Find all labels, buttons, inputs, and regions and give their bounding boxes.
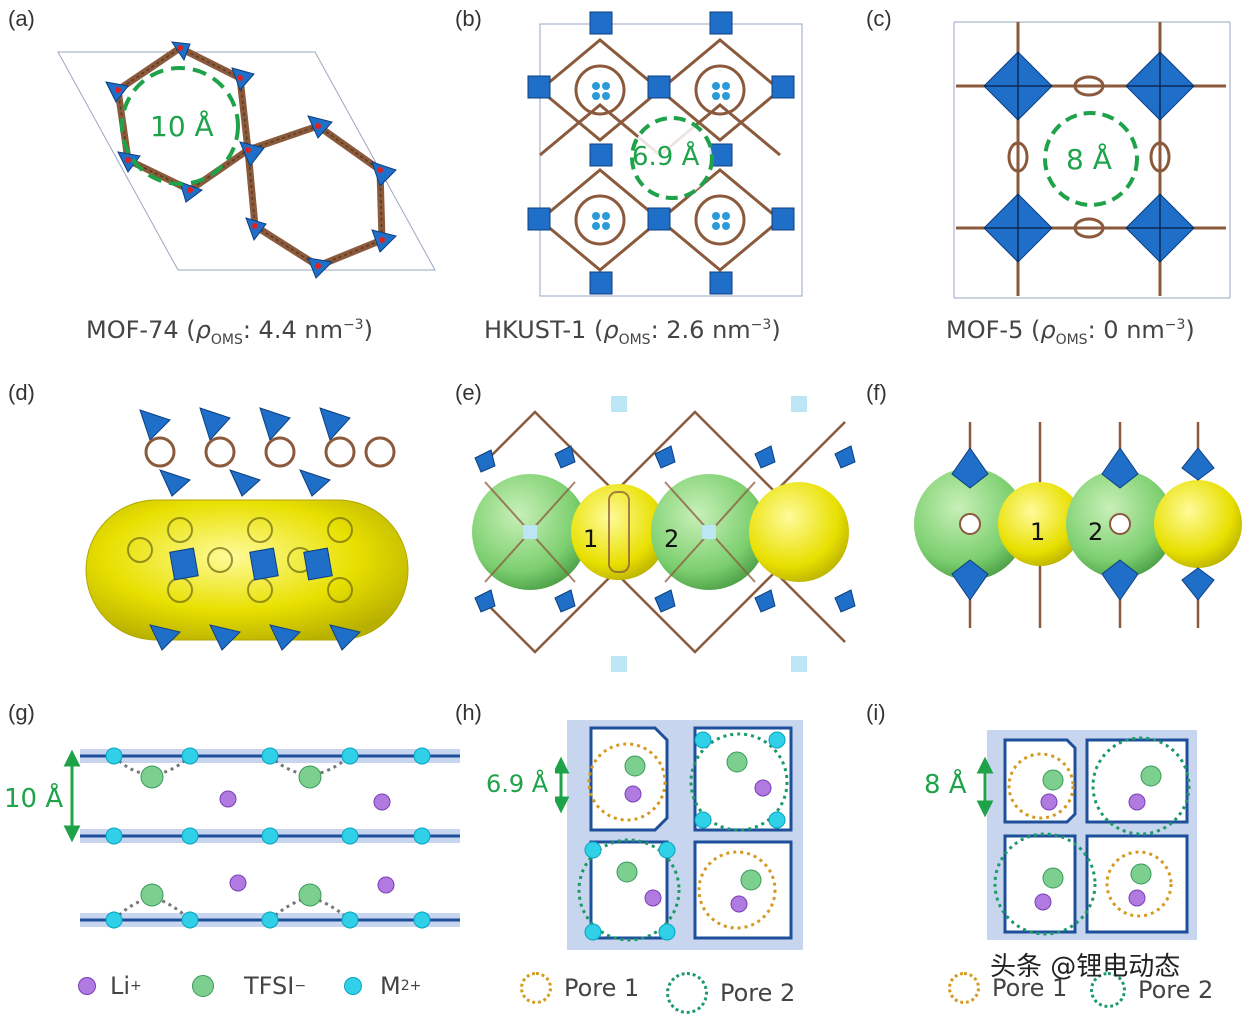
pore2-ring-icon (666, 972, 708, 1014)
caption-mof74-exp: −3 (342, 317, 364, 333)
metal-cation-icon (344, 977, 362, 995)
caption-hkust1-close: ) (771, 316, 781, 344)
legend-tfsi: TFSI− (192, 972, 306, 1000)
pore2-ring-icon-i (1090, 972, 1126, 1008)
legend-tfsi-text: TFSI (244, 972, 295, 1000)
dim-h: 6.9 Å (486, 770, 549, 798)
tfsi-anion-icon (192, 975, 214, 997)
panel-label-e: (e) (455, 380, 482, 405)
legend-pore1-i: Pore 1 (948, 972, 1067, 1004)
caption-mof74-sub: OMS (210, 331, 243, 348)
sphere-label-f-2: 2 (1088, 518, 1104, 546)
legend-li: Li+ (78, 972, 142, 1000)
caption-hkust1: HKUST-1 (ρOMS: 2.6 nm−3) (484, 316, 781, 348)
watermark: 头条 @锂电动态 (990, 952, 1181, 982)
legend-m-sup: 2+ (400, 978, 422, 994)
mof5-pore-figure (914, 422, 1242, 628)
legend-pore1-text: Pore 1 (564, 974, 640, 1002)
panel-label-i: (i) (866, 700, 886, 725)
sphere-label-e-1: 1 (583, 525, 599, 553)
dim-i: 8 Å (924, 770, 967, 800)
legend-tfsi-sup: − (294, 978, 307, 994)
pore1-ring-icon-i (948, 972, 980, 1004)
caption-mof5-name: MOF-5 (946, 316, 1024, 344)
pore-size-b: 6.9 Å (632, 142, 700, 172)
caption-mof74: MOF-74 (ρOMS: 4.4 nm−3) (86, 316, 373, 348)
caption-mof5-close: ) (1185, 316, 1195, 344)
legend-m-text: M (380, 972, 401, 1000)
panel-label-f: (f) (866, 380, 887, 405)
panel-label-h: (h) (455, 700, 482, 725)
panel-label-c: (c) (866, 6, 892, 31)
mof74-channel-figure (85, 407, 409, 651)
caption-mof5-sub: OMS (1055, 331, 1088, 348)
caption-mof74-name: MOF-74 (86, 316, 179, 344)
legend-pore2-text: Pore 2 (720, 979, 796, 1007)
mof5-structure-figure (953, 21, 1231, 299)
panel-label-a: (a) (8, 6, 35, 31)
legend-li-text: Li (110, 972, 131, 1000)
caption-mof74-close: ) (363, 316, 373, 344)
legend-pore1-i-text: Pore 1 (992, 974, 1068, 1002)
hkust1-structure-figure (527, 11, 803, 297)
caption-mof74-value: : 4.4 nm (242, 316, 343, 344)
legend-pore2: Pore 2 (666, 972, 795, 1014)
caption-hkust1-value: : 2.6 nm (650, 316, 751, 344)
pore-size-a: 10 Å (150, 110, 214, 143)
sphere-label-e-2: 2 (664, 525, 680, 553)
li-ion-icon (78, 977, 96, 995)
caption-mof74-rho: ρ (195, 316, 211, 344)
caption-hkust1-exp: −3 (750, 317, 772, 333)
dim-g: 10 Å (4, 784, 64, 814)
hkust1-schematic (555, 720, 803, 950)
mof74-structure-figure (57, 41, 436, 279)
legend-pore1: Pore 1 (520, 972, 639, 1004)
caption-hkust1-name: HKUST-1 (484, 316, 587, 344)
panel-label-g: (g) (8, 700, 35, 725)
legend-li-sup: + (130, 978, 142, 994)
mof5-schematic (976, 730, 1197, 940)
caption-mof5-rho: ρ (1040, 316, 1056, 344)
caption-hkust1-rho: ρ (603, 316, 619, 344)
mof74-schematic (63, 747, 460, 929)
pore1-ring-icon (520, 972, 552, 1004)
caption-hkust1-sub: OMS (618, 331, 651, 348)
legend-pore2-i: Pore 2 (1090, 972, 1213, 1008)
panel-label-d: (d) (8, 380, 35, 405)
hkust1-pore-figure (472, 396, 856, 672)
cation-markers (105, 747, 431, 929)
panel-label-b: (b) (455, 6, 482, 31)
legend-pore2-i-text: Pore 2 (1138, 976, 1214, 1004)
pore-size-c: 8 Å (1066, 143, 1112, 176)
sphere-label-f-1: 1 (1030, 518, 1046, 546)
caption-mof5-exp: −3 (1164, 317, 1186, 333)
caption-mof5-value: : 0 nm (1087, 316, 1165, 344)
caption-mof5: MOF-5 (ρOMS: 0 nm−3) (946, 316, 1195, 348)
